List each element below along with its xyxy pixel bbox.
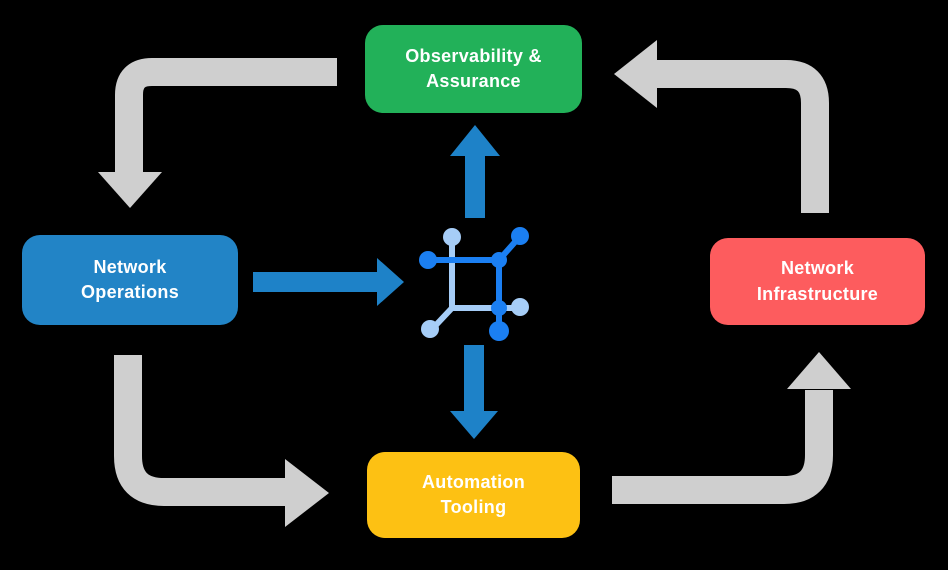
arrow-infrastructure-to-observability (656, 60, 829, 213)
arrow-observability-to-operations (115, 58, 337, 174)
arrowhead-up-icon (787, 352, 851, 389)
arrowhead-down-icon (98, 172, 162, 208)
node-label-line: Automation (422, 471, 525, 492)
gray-cycle-arrows (114, 58, 833, 506)
node-network-operations: Network Operations (22, 235, 238, 325)
blue-arrowhead-right-icon (377, 258, 404, 306)
arrowhead-right-icon (285, 459, 329, 527)
node-label-line: Observability & (405, 45, 542, 66)
node-label-line: Network (780, 258, 855, 279)
node-label-line: Operations (80, 282, 180, 302)
arrowhead-left-icon (614, 40, 657, 108)
arrow-operations-to-automation (114, 355, 286, 506)
blue-arrowhead-down-icon (450, 411, 498, 439)
node-observability-assurance: Observability & Assurance (365, 25, 582, 113)
network-automation-icon (419, 227, 529, 341)
node-label-line: Assurance (426, 71, 521, 91)
node-label-line: Network (93, 256, 167, 277)
blue-arrowhead-up-icon (450, 125, 500, 156)
node-network-infrastructure: Network Infrastructure (710, 238, 925, 325)
arrow-automation-to-infrastructure (612, 390, 833, 504)
node-label-line: Infrastructure (756, 283, 879, 304)
blue-arrowheads (377, 125, 500, 439)
blue-arrows (253, 156, 485, 412)
node-label-line: Tooling (440, 497, 507, 517)
gray-arrowheads (98, 40, 851, 527)
node-automation-tooling: Automation Tooling (367, 452, 580, 538)
